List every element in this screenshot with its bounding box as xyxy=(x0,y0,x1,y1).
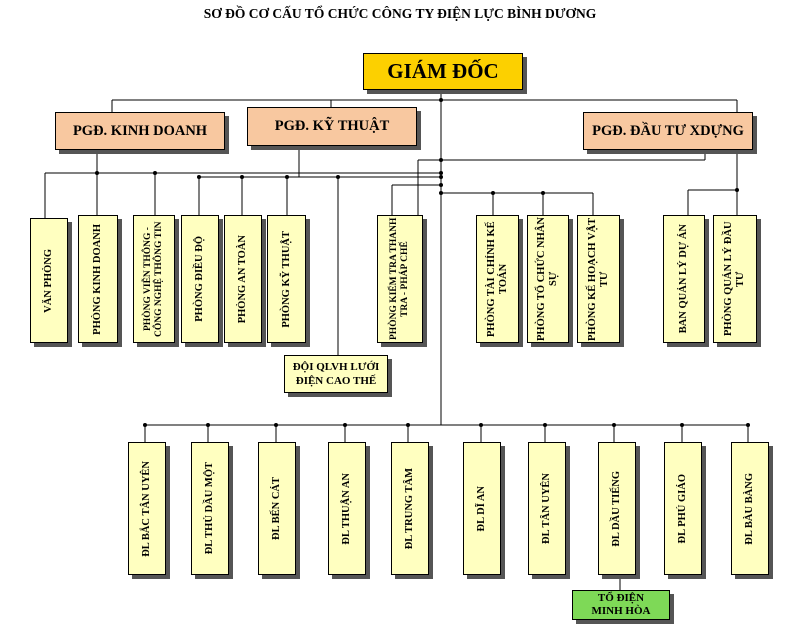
dept-ban-qlda: BAN QUẢN LÝ DỰ ÁN xyxy=(663,215,705,343)
dept-tai-chinh-label: PHÒNG TÀI CHÍNH KẾ TOÁN xyxy=(485,221,509,337)
dept-ql-dau-tu: PHÒNG QUẢN LÝ ĐẦU TƯ xyxy=(713,215,757,343)
dept-vien-thong-label: PHÒNG VIỄN THÔNG - CÔNG NGHỆ THÔNG TIN xyxy=(143,221,164,337)
branch-phu-giao: ĐL PHÚ GIÁO xyxy=(664,442,702,575)
dept-tai-chinh: PHÒNG TÀI CHÍNH KẾ TOÁN xyxy=(476,215,519,343)
director-label: GIÁM ĐỐC xyxy=(387,59,499,83)
branch-ben-cat: ĐL BẾN CÁT xyxy=(258,442,296,575)
branch-bau-bang: ĐL BÀU BÀNG xyxy=(731,442,769,575)
dept-dieu-do-label: PHÒNG ĐIỀU ĐỘ xyxy=(194,236,205,322)
deputy-business-label: PGĐ. KINH DOANH xyxy=(72,122,208,139)
dept-ky-thuat-label: PHÒNG KỸ THUẬT xyxy=(280,230,292,328)
dept-van-phong: VĂN PHÒNG xyxy=(30,218,68,343)
branch-phu-giao-label: ĐL PHÚ GIÁO xyxy=(677,473,688,544)
qlvh-team-label: ĐỘI QLVH LƯỚI ĐIỆN CAO THẾ xyxy=(292,361,380,387)
deputy-technical-label: PGĐ. KỸ THUẬT xyxy=(274,118,390,134)
branch-thu-dau-mot: ĐL THỦ DẦU MỘT xyxy=(191,442,229,575)
deputy-investment-box: PGĐ. ĐẦU TƯ XDỰNG xyxy=(583,112,753,150)
branch-bac-tan-uyen: ĐL BẮC TÂN UYÊN xyxy=(128,442,166,575)
branch-bau-bang-label: ĐL BÀU BÀNG xyxy=(744,472,755,545)
to-dien-minh-hoa-label: TỔ ĐIỆN MINH HÒA xyxy=(591,592,651,617)
dept-vien-thong: PHÒNG VIỄN THÔNG - CÔNG NGHỆ THÔNG TIN xyxy=(133,215,175,343)
dept-ky-thuat: PHÒNG KỸ THUẬT xyxy=(267,215,306,343)
chart-title: SƠ ĐỒ CƠ CẤU TỔ CHỨC CÔNG TY ĐIỆN LỰC BÌ… xyxy=(203,6,597,21)
dept-to-chuc-label: PHÒNG TỔ CHỨC NHÂN SỰ xyxy=(536,217,559,341)
dept-an-toan-label: PHÒNG AN TOÀN xyxy=(237,234,248,324)
branch-thuan-an-label: ĐL THUẬN AN xyxy=(341,472,352,545)
branch-di-an-label: ĐL DĨ AN xyxy=(476,485,487,532)
dept-ql-dau-tu-label: PHÒNG QUẢN LÝ ĐẦU TƯ xyxy=(723,221,746,337)
dept-an-toan: PHÒNG AN TOÀN xyxy=(224,215,262,343)
dept-to-chuc: PHÒNG TỔ CHỨC NHÂN SỰ xyxy=(527,215,569,343)
branch-trung-tam: ĐL TRUNG TÂM xyxy=(391,442,429,575)
dept-ke-hoach: PHÒNG KẾ HOẠCH VẬT TƯ xyxy=(577,215,620,343)
branch-di-an: ĐL DĨ AN xyxy=(463,442,501,575)
dept-kiem-tra: PHÒNG KIỂM TRA THANH TRA - PHÁP CHẾ xyxy=(377,215,423,343)
director-box: GIÁM ĐỐC xyxy=(363,53,523,90)
branch-trung-tam-label: ĐL TRUNG TÂM xyxy=(404,467,415,550)
deputy-business-box: PGĐ. KINH DOANH xyxy=(55,112,225,150)
qlvh-team-box: ĐỘI QLVH LƯỚI ĐIỆN CAO THẾ xyxy=(284,355,388,393)
branch-tan-uyen: ĐL TÂN UYÊN xyxy=(528,442,566,575)
branch-ben-cat-label: ĐL BẾN CÁT xyxy=(271,476,282,540)
deputy-investment-label: PGĐ. ĐẦU TƯ XDỰNG xyxy=(592,122,744,139)
dept-ke-hoach-label: PHÒNG KẾ HOẠCH VẬT TƯ xyxy=(586,217,610,341)
dept-ban-qlda-label: BAN QUẢN LÝ DỰ ÁN xyxy=(678,224,689,334)
dept-kiem-tra-label: PHÒNG KIỂM TRA THANH TRA - PHÁP CHẾ xyxy=(389,217,410,341)
deputy-technical-box: PGĐ. KỸ THUẬT xyxy=(247,107,417,146)
branch-tan-uyen-label: ĐL TÂN UYÊN xyxy=(541,473,552,544)
branch-thu-dau-mot-label: ĐL THỦ DẦU MỘT xyxy=(204,462,215,555)
branch-dau-tieng-label: ĐL DẦU TIẾNG xyxy=(611,470,622,547)
dept-kinh-doanh: PHÒNG KINH DOANH xyxy=(78,215,118,343)
to-dien-minh-hoa-box: TỔ ĐIỆN MINH HÒA xyxy=(572,590,670,620)
dept-kinh-doanh-label: PHÒNG KINH DOANH xyxy=(92,223,103,335)
branch-bac-tan-uyen-label: ĐL BẮC TÂN UYÊN xyxy=(141,460,152,557)
branch-dau-tieng: ĐL DẦU TIẾNG xyxy=(598,442,636,575)
branch-thuan-an: ĐL THUẬN AN xyxy=(328,442,366,575)
dept-dieu-do: PHÒNG ĐIỀU ĐỘ xyxy=(181,215,219,343)
dept-van-phong-label: VĂN PHÒNG xyxy=(43,248,54,313)
